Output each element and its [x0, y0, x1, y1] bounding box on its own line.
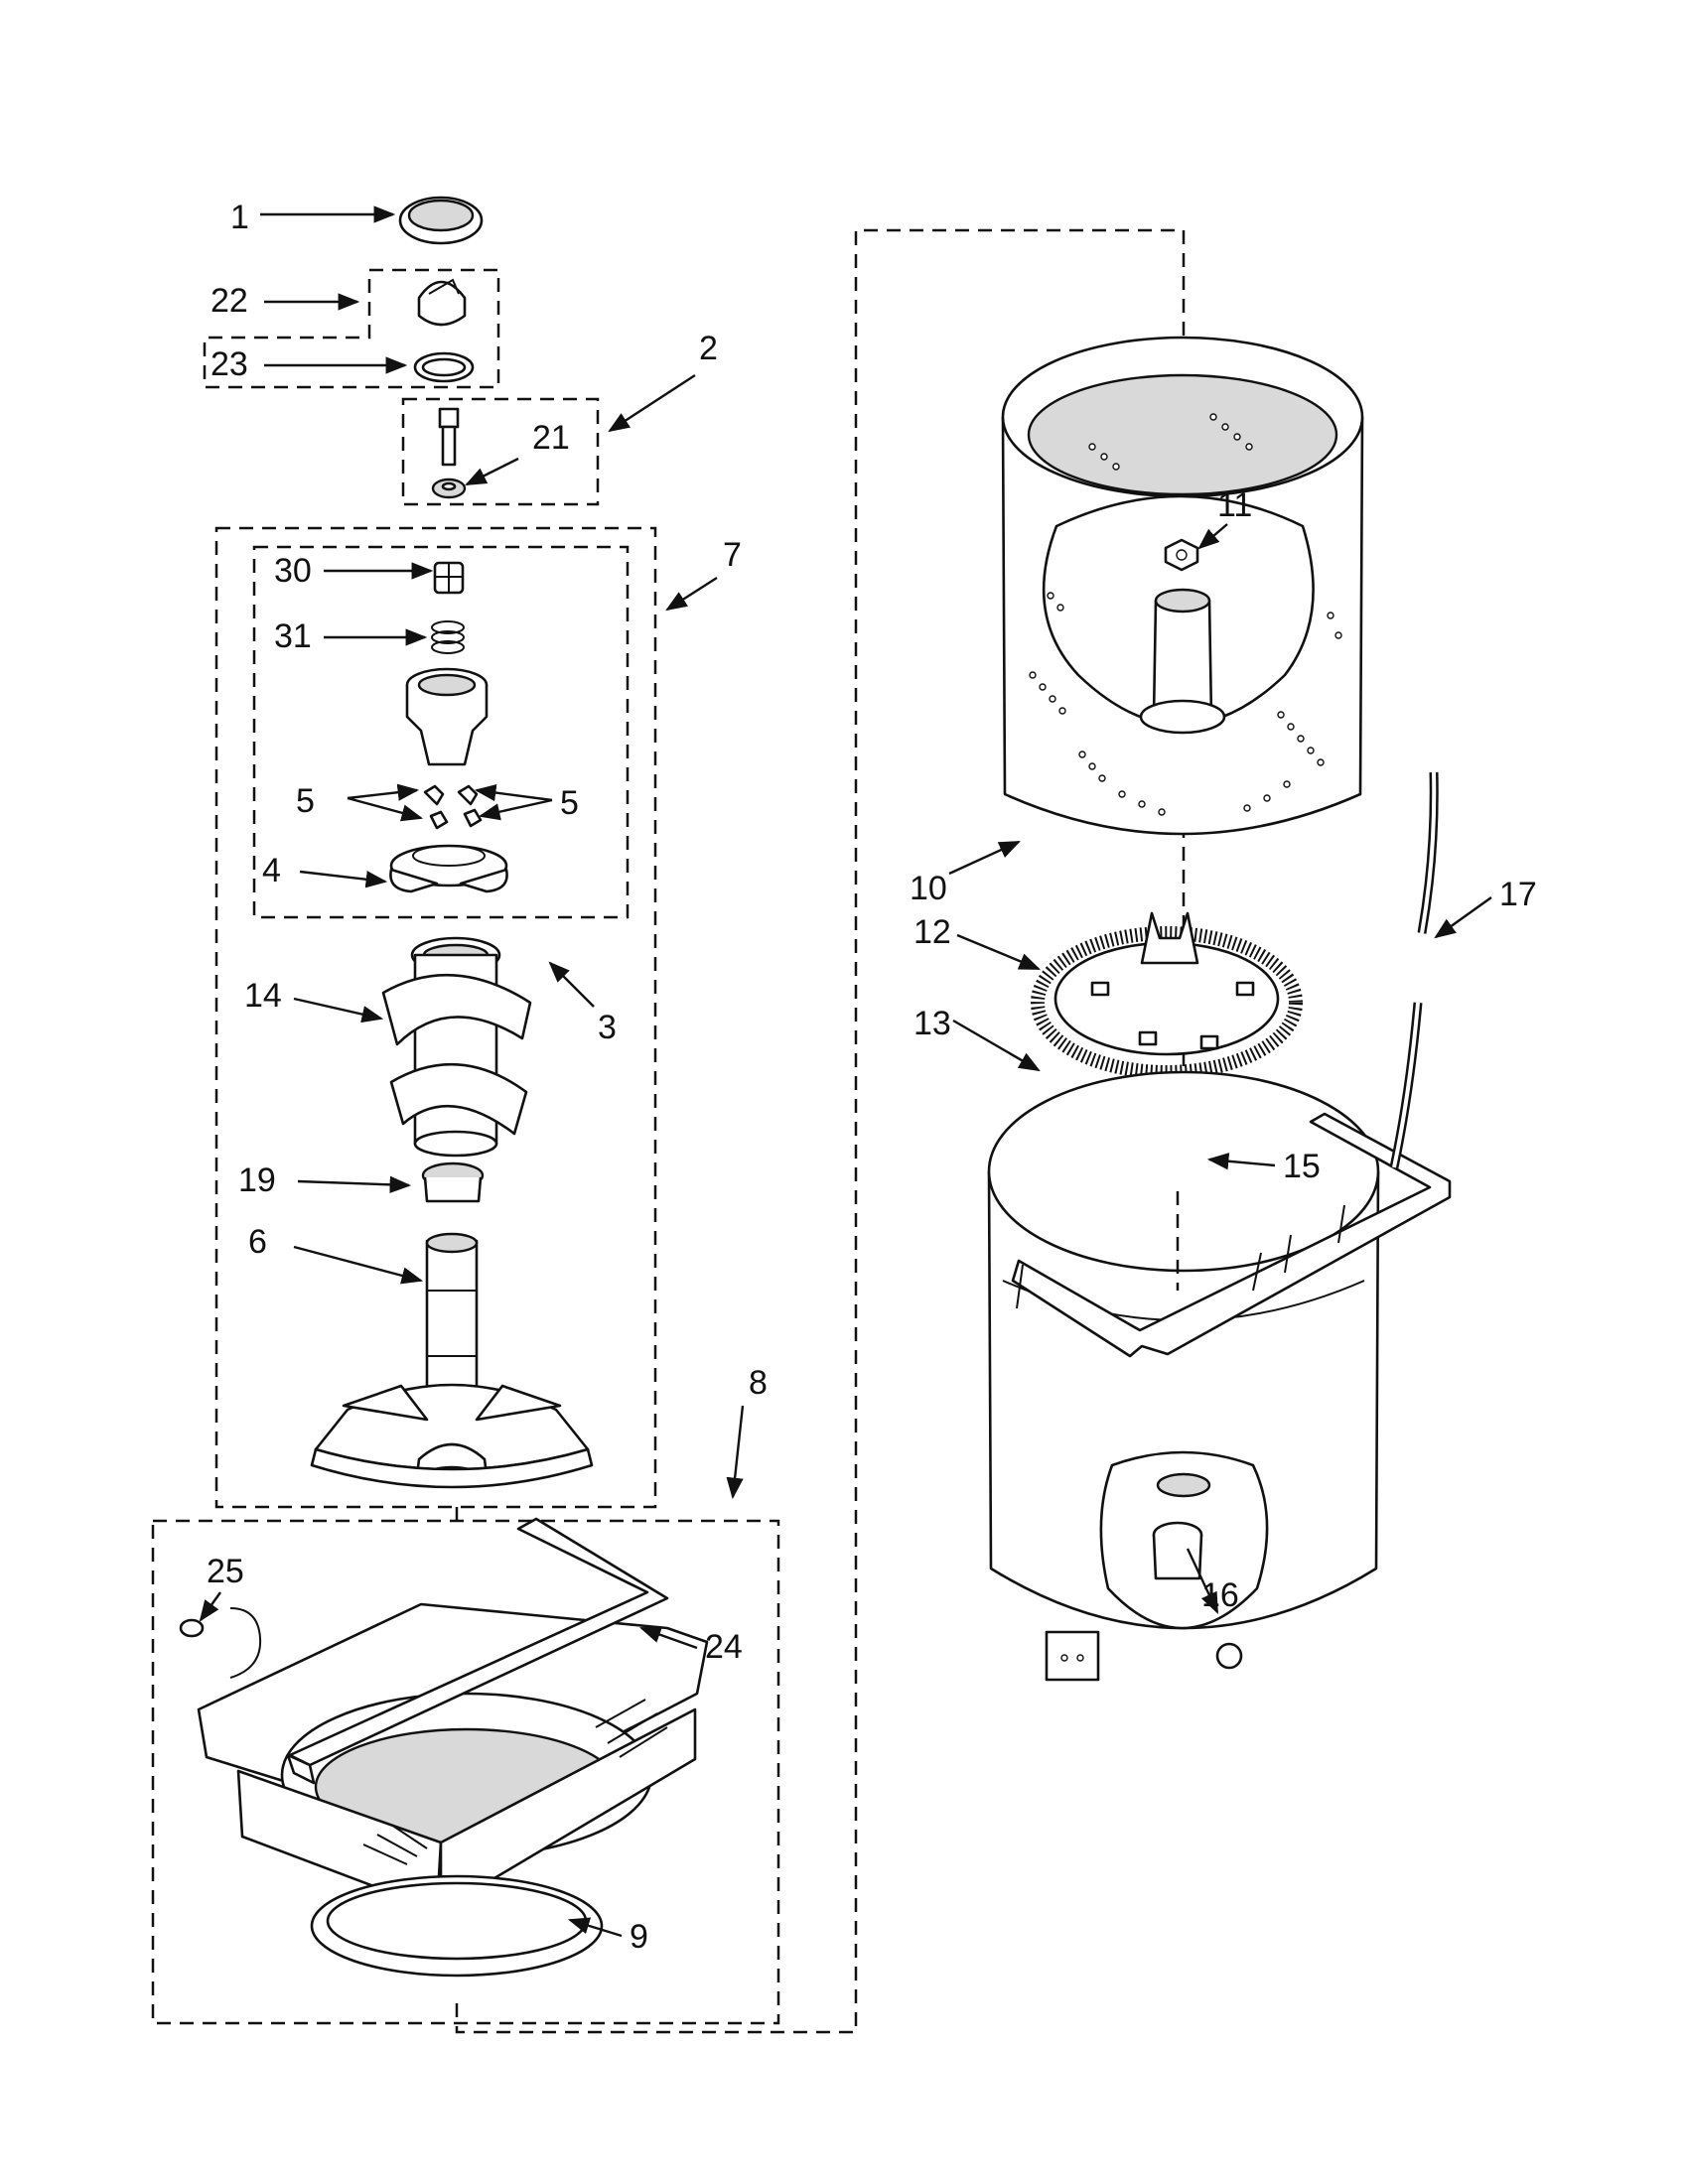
support-bracket — [286, 1517, 669, 1785]
callout-labels: 1 22 23 2 21 30 31 7 5 5 4 3 14 19 6 8 2… — [207, 199, 1537, 1956]
assembly-box-7 — [214, 526, 657, 1509]
wash-basket — [1001, 336, 1364, 836]
basket-perforations — [1029, 413, 1342, 816]
callout-14: 14 — [244, 977, 282, 1015]
callout-5-right: 5 — [560, 784, 579, 822]
callout-7: 7 — [723, 536, 742, 574]
tub-frame-bracket — [1011, 1112, 1452, 1358]
callout-17: 17 — [1499, 876, 1537, 913]
assembly-box-2 — [401, 397, 600, 506]
pressure-hose — [1389, 771, 1439, 1168]
tub-drain-outlet — [1152, 1521, 1243, 1670]
assembly-box-22 — [203, 268, 500, 389]
bolt — [438, 407, 460, 467]
agitator-auger — [381, 936, 532, 1158]
callout-19: 19 — [238, 1161, 276, 1199]
assembly-link-line — [455, 228, 1186, 2034]
callout-6: 6 — [248, 1223, 267, 1261]
callout-30: 30 — [274, 552, 312, 590]
basket-drive-hub — [1164, 538, 1199, 572]
callout-13: 13 — [913, 1005, 951, 1042]
leader-lines — [199, 205, 1492, 1938]
callout-12: 12 — [913, 913, 951, 951]
agitator-base — [310, 1232, 594, 1489]
callout-22: 22 — [210, 282, 248, 320]
callout-1: 1 — [230, 199, 249, 236]
callout-8: 8 — [749, 1364, 768, 1402]
callout-2: 2 — [699, 330, 718, 367]
callout-11: 11 — [1217, 486, 1252, 524]
callout-31: 31 — [274, 617, 312, 655]
callout-25: 25 — [207, 1553, 244, 1590]
agitator-dogs — [423, 784, 483, 830]
callout-9: 9 — [630, 1918, 648, 1956]
cap-insert — [417, 278, 467, 327]
seal-ring — [413, 351, 475, 383]
agitator-cap — [398, 196, 484, 245]
agitator-cam-body — [405, 667, 489, 766]
callout-15: 15 — [1283, 1148, 1321, 1185]
washer — [431, 478, 467, 499]
callout-23: 23 — [210, 345, 248, 383]
tub-ring-assembly — [197, 1602, 709, 1978]
hose-clip — [179, 1607, 262, 1679]
callout-21: 21 — [532, 419, 570, 457]
callout-3: 3 — [598, 1009, 617, 1046]
callout-5-left: 5 — [296, 782, 315, 820]
ratchet-base — [389, 844, 508, 893]
agitator-bearing — [421, 1161, 485, 1203]
basket-drive-ring — [1031, 911, 1303, 1079]
callout-10: 10 — [910, 870, 947, 907]
callout-24: 24 — [705, 1628, 743, 1666]
callout-16: 16 — [1201, 1576, 1239, 1614]
assembly-box-8 — [151, 1519, 780, 2025]
callout-4: 4 — [262, 852, 281, 889]
cam-part — [433, 561, 465, 595]
assembly-box-3 — [252, 545, 630, 919]
spring — [431, 620, 465, 654]
outer-tub — [987, 1070, 1380, 1682]
